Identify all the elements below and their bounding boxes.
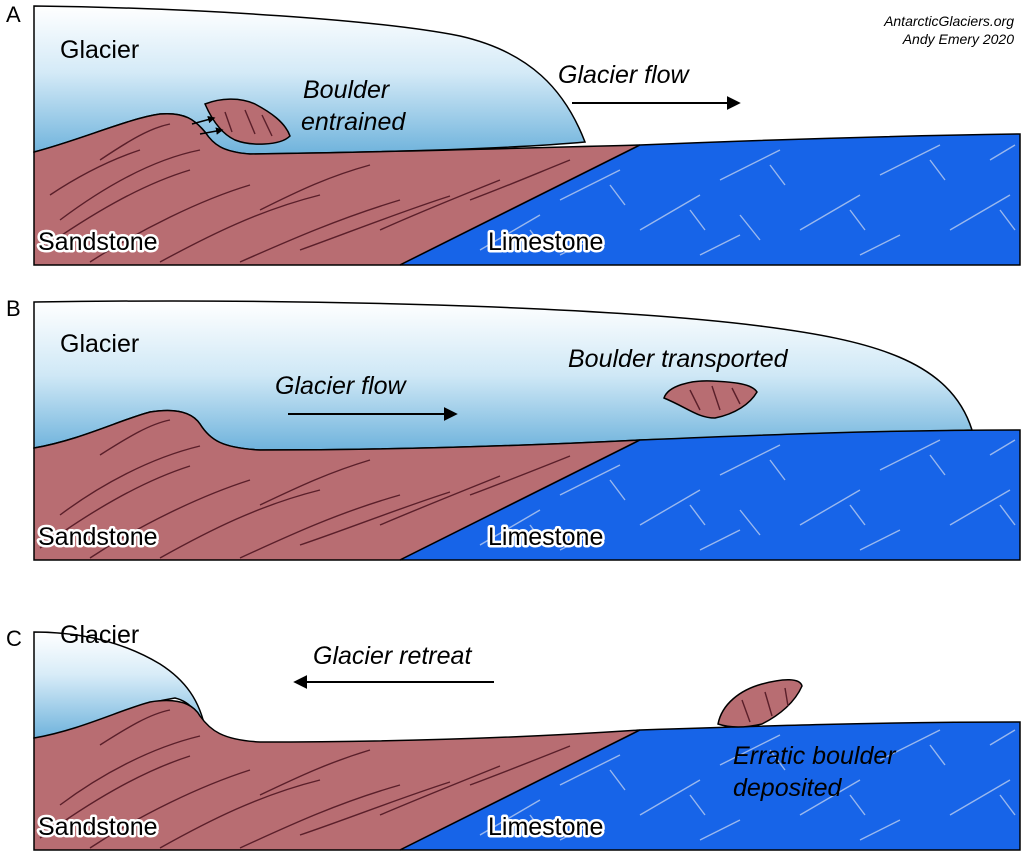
- sandstone-label-c: Sandstone: [38, 813, 158, 841]
- glacier-label-a: Glacier: [60, 36, 139, 64]
- panel-letter-c: C: [6, 626, 22, 651]
- limestone-label-b: Limestone: [488, 523, 603, 551]
- boulder-label-a-1: Boulder: [303, 76, 391, 104]
- credit-line-2: Andy Emery 2020: [902, 31, 1014, 47]
- limestone-joints-b: [479, 439, 1016, 551]
- limestone-c: [399, 721, 1021, 851]
- boulder-a: [204, 98, 291, 145]
- limestone-label-c: Limestone: [488, 813, 603, 841]
- credit-line-1: AntarcticGlaciers.org: [883, 13, 1014, 29]
- sandstone-b: [33, 409, 641, 561]
- sandstone-bedding-b: [39, 419, 571, 559]
- erratic-label-c-2: deposited: [733, 774, 843, 802]
- glacier-label-b: Glacier: [60, 330, 139, 358]
- limestone-joints-a: [479, 144, 1016, 256]
- entrain-arrow-2: [199, 127, 224, 135]
- sandstone-c: [33, 699, 641, 851]
- sandstone-bedding-c: [39, 709, 571, 849]
- limestone-b: [399, 429, 1021, 561]
- panel-c: C Glacier Glacier retreat: [6, 621, 1021, 851]
- boulder-label-a-2: entrained: [301, 108, 406, 136]
- flow-label-b: Glacier flow: [275, 372, 408, 400]
- sandstone-a: [33, 112, 641, 266]
- retreat-label-c: Glacier retreat: [313, 642, 472, 670]
- panel-b: B Glacier Glacier flow: [6, 296, 1021, 561]
- erratic-boulder-c: [717, 679, 803, 728]
- panel-letter-a: A: [6, 2, 21, 27]
- limestone-joints-c: [479, 729, 1016, 841]
- panel-letter-b: B: [6, 296, 21, 321]
- panel-a: A: [6, 2, 1021, 266]
- sandstone-label-a: Sandstone: [38, 228, 158, 256]
- limestone-label-a: Limestone: [488, 228, 603, 256]
- sandstone-label-b: Sandstone: [38, 523, 158, 551]
- erratic-label-c-1: Erratic boulder: [733, 742, 897, 770]
- glacier-label-c: Glacier: [60, 621, 139, 649]
- boulder-label-b: Boulder transported: [568, 345, 789, 373]
- sandstone-bedding-a: [39, 123, 571, 263]
- flow-label-a: Glacier flow: [558, 61, 691, 89]
- entrain-arrow-1: [191, 115, 216, 125]
- limestone-a: [399, 133, 1021, 266]
